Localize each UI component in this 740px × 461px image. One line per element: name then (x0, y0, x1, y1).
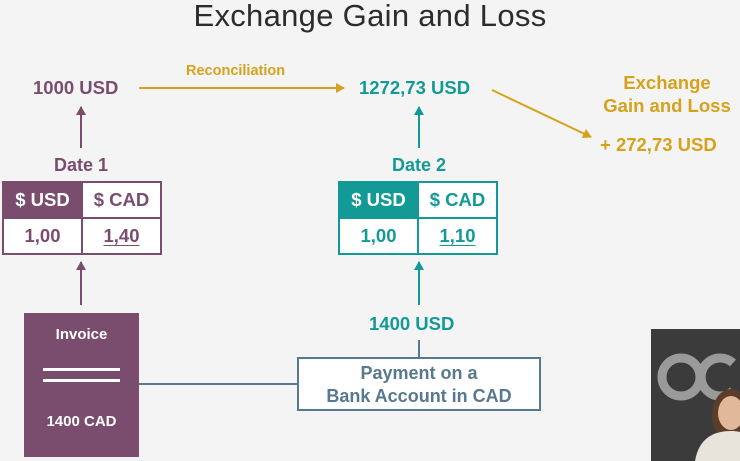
presenter-webcam (651, 329, 740, 461)
invoice-card: Invoice 1400 CAD (24, 313, 139, 457)
amount-1000-usd: 1000 USD (33, 77, 119, 98)
payment-box: Payment on a Bank Account in CAD (297, 357, 541, 411)
rate1-value-cad: 1,40 (81, 217, 162, 255)
date2-label: Date 2 (391, 155, 447, 175)
exchange-gain-loss-heading: Exchange Gain and Loss (580, 71, 740, 117)
date1-rate-table: $ USD $ CAD 1,00 1,40 (2, 181, 162, 255)
presenter-image (651, 329, 740, 461)
invoice-amount: 1400 CAD (46, 413, 117, 430)
invoice-line-1 (43, 368, 120, 371)
gain-arrow (491, 89, 592, 139)
rate1-header-usd: $ USD (2, 181, 83, 219)
page-title: Exchange Gain and Loss (193, 0, 547, 33)
rate2-value-usd: 1,00 (338, 217, 419, 255)
rate2-header-usd: $ USD (338, 181, 419, 219)
payment-line-2: Bank Account in CAD (326, 386, 512, 406)
invoice-line-2 (43, 379, 120, 382)
invoice-label: Invoice (55, 326, 108, 343)
gain-value: + 272,73 USD (600, 134, 717, 155)
rate1-value-usd: 1,00 (2, 217, 83, 255)
gain-heading-line-2: Gain and Loss (603, 95, 731, 116)
date1-label: Date 1 (53, 155, 109, 175)
date2-rate-table: $ USD $ CAD 1,00 1,10 (338, 181, 498, 255)
gain-heading-line-1: Exchange (623, 72, 711, 93)
rate1-header-cad: $ CAD (81, 181, 162, 219)
payment-line-1: Payment on a (360, 363, 478, 383)
reconciliation-label: Reconciliation (186, 63, 286, 79)
payment-usd-amount: 1400 USD (369, 313, 455, 334)
amount-1272-usd: 1272,73 USD (359, 77, 471, 98)
rate2-header-cad: $ CAD (417, 181, 498, 219)
rate2-value-cad: 1,10 (417, 217, 498, 255)
